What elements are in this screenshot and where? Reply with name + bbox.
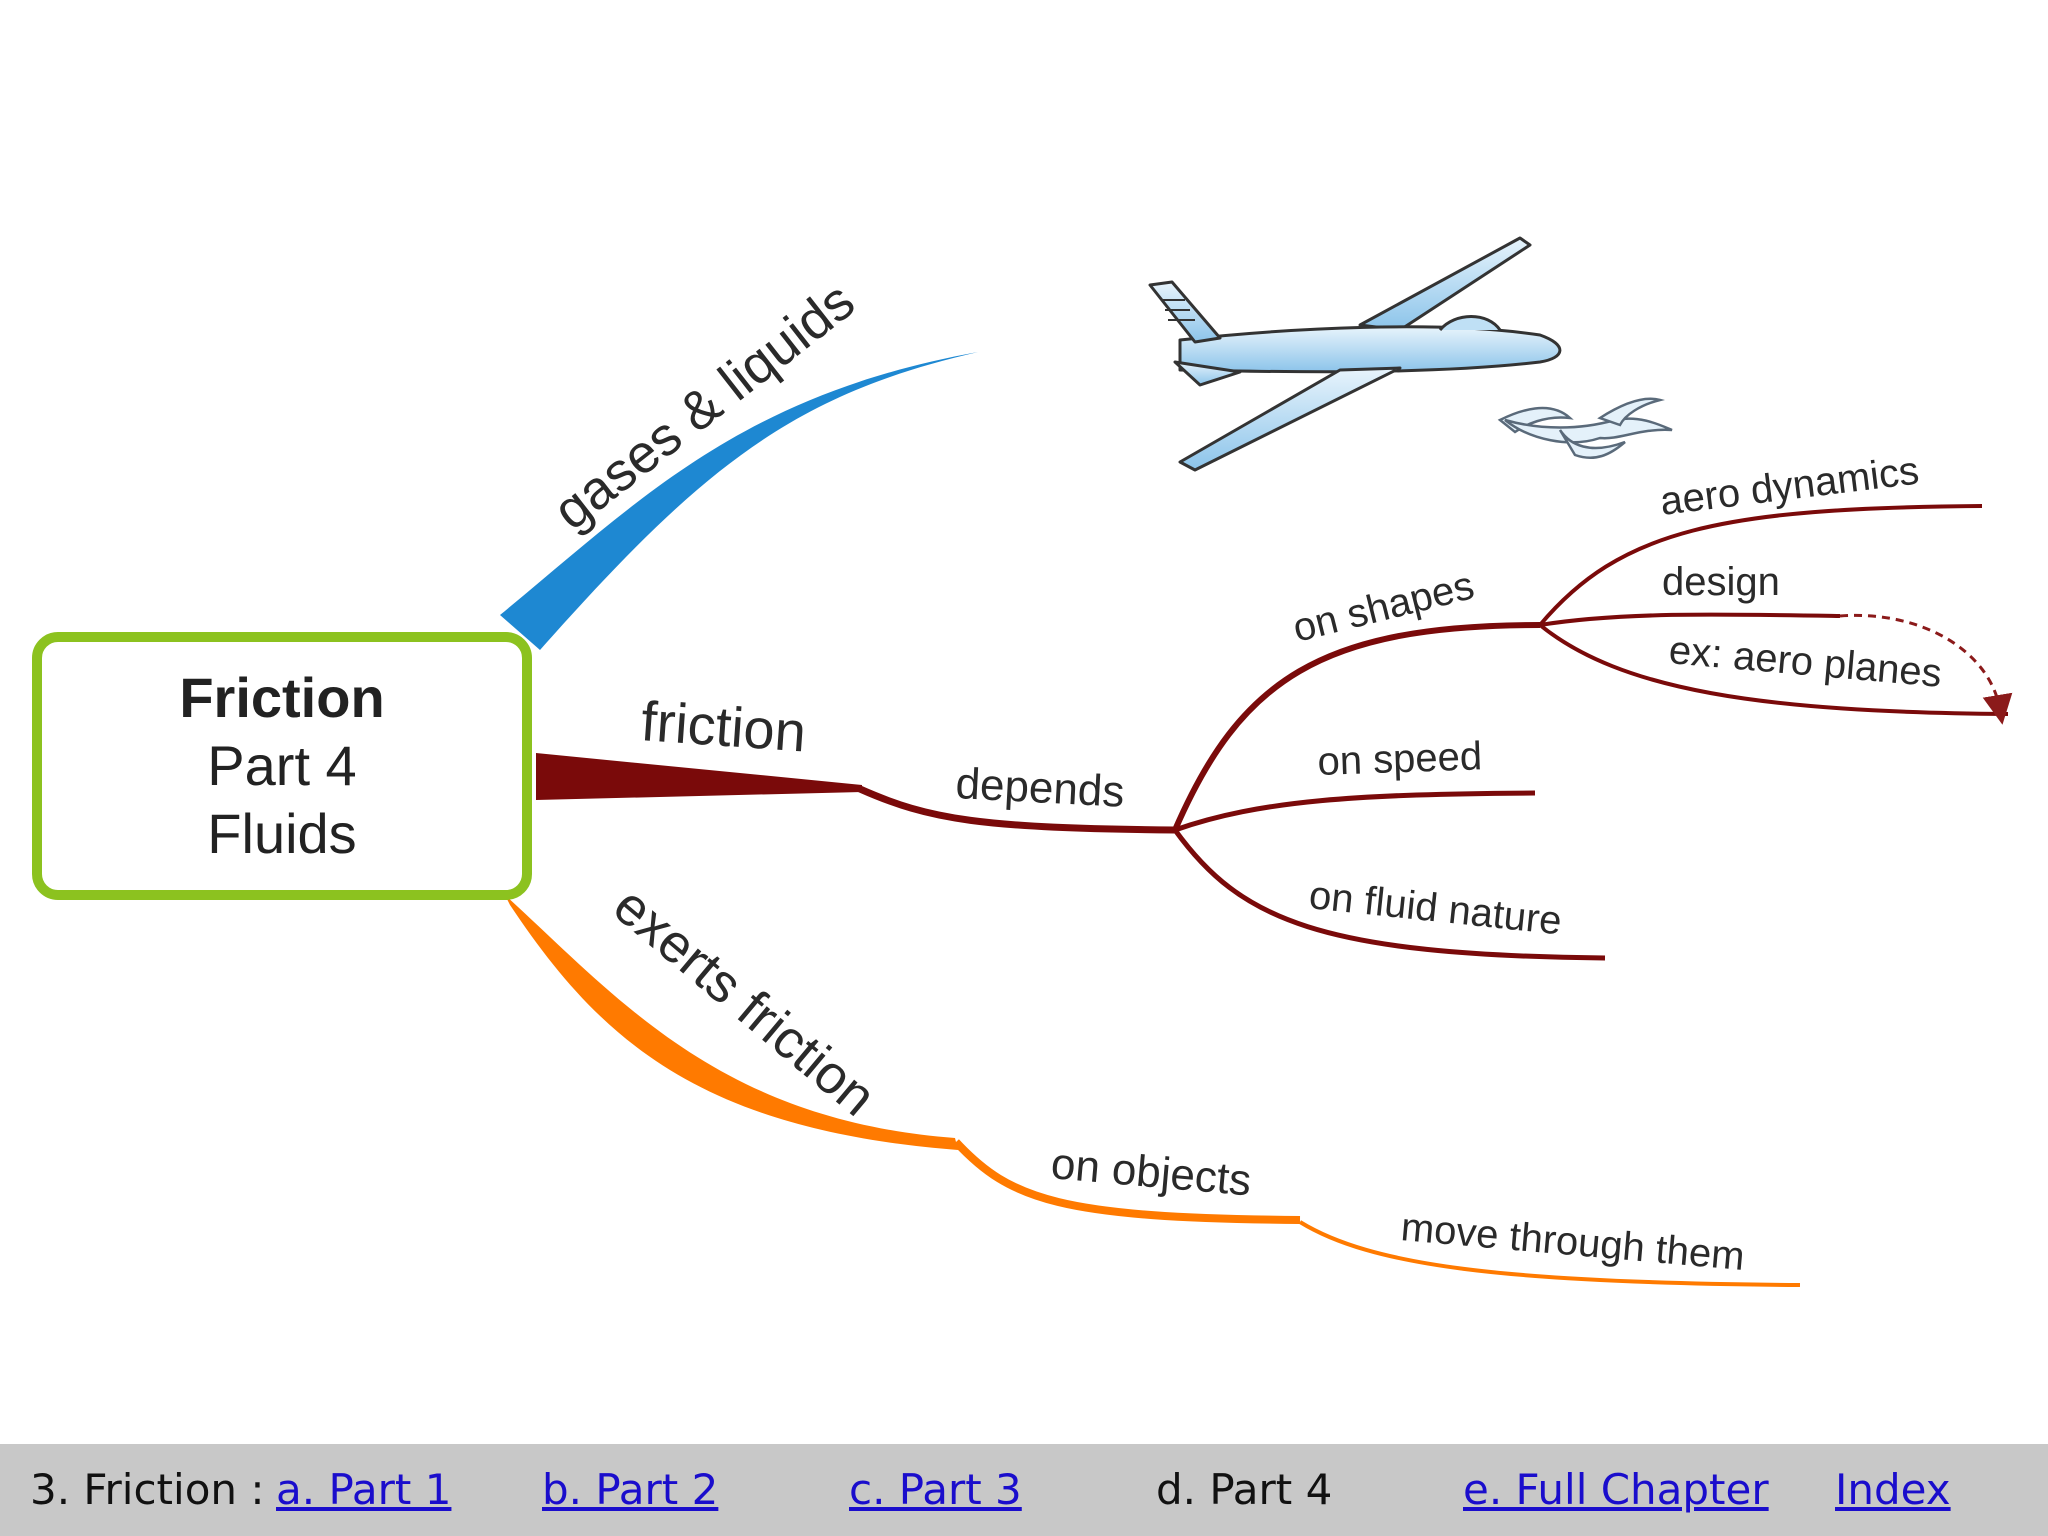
exerts-friction-branch xyxy=(505,895,958,1150)
on-fluid-nature-label: on fluid nature xyxy=(1307,873,1564,943)
design-label: design xyxy=(1662,560,1780,604)
gases-liquids-branch xyxy=(500,352,978,650)
link-part-2[interactable]: b. Part 2 xyxy=(542,1465,719,1514)
on-objects-label: on objects xyxy=(1049,1139,1253,1205)
bird-icon xyxy=(1497,397,1673,459)
design-to-example-arrow xyxy=(1839,613,2013,725)
ex-aero-planes-label: ex: aero planes xyxy=(1667,628,1943,696)
root-topic: Fluids xyxy=(207,802,357,865)
on-speed-label: on speed xyxy=(1317,734,1483,784)
root-node: Friction Part 4 Fluids xyxy=(32,632,532,900)
link-index[interactable]: Index xyxy=(1835,1465,1951,1514)
friction-label: friction xyxy=(639,689,808,763)
depends-branch xyxy=(856,785,1179,834)
move-through-them-branch xyxy=(1298,1220,1801,1287)
root-subtitle: Part 4 xyxy=(207,734,357,797)
design-branch xyxy=(1539,612,1841,627)
on-speed-branch xyxy=(1174,790,1536,833)
root-title: Friction xyxy=(179,666,385,729)
link-part-1[interactable]: a. Part 1 xyxy=(276,1465,452,1514)
footer-prefix: 3. Friction : xyxy=(30,1465,265,1514)
ex-aero-planes-branch xyxy=(1538,623,2009,716)
depends-label: depends xyxy=(954,759,1125,817)
current-part-4: d. Part 4 xyxy=(1156,1465,1333,1514)
friction-branch xyxy=(536,753,862,800)
footer-nav: 3. Friction : a. Part 1 b. Part 2 c. Par… xyxy=(0,1444,2048,1536)
link-part-3[interactable]: c. Part 3 xyxy=(849,1465,1022,1514)
on-shapes-branch xyxy=(1172,622,1541,832)
link-full-chapter[interactable]: e. Full Chapter xyxy=(1463,1465,1769,1514)
aero-dynamics-branch xyxy=(1538,504,1983,627)
on-fluid-nature-branch xyxy=(1172,828,1606,961)
airplane-icon xyxy=(1148,236,1562,472)
on-objects-branch xyxy=(953,1139,1301,1224)
